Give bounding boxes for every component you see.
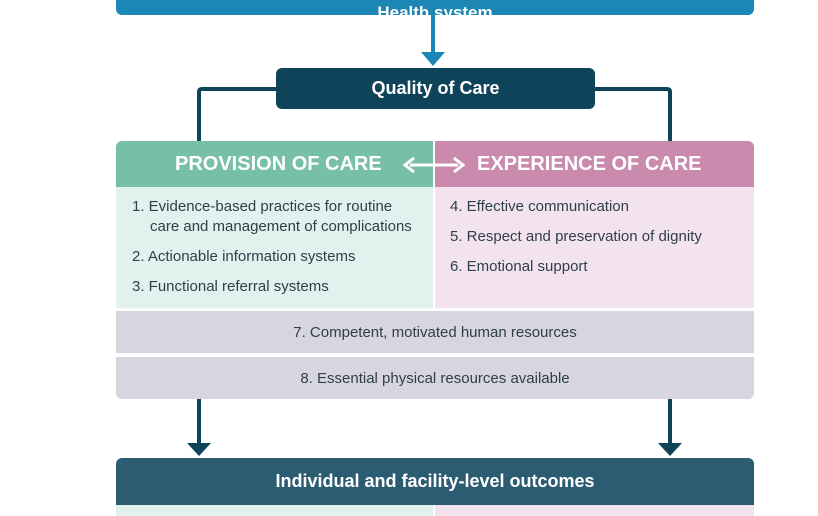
experience-item-6: 6. Emotional support [450,258,588,275]
arrow-head-health-to-quality [421,52,445,66]
provision-item-1-line2: care and management of complications [150,218,412,235]
health-system-label: Health system [377,3,493,22]
provision-item-2: 2. Actionable information systems [132,248,356,265]
experience-item-5: 5. Respect and preservation of dignity [450,228,702,245]
human-resources-row: 7. Competent, motivated human resources [116,311,754,353]
experience-of-care-label: EXPERIENCE OF CARE [477,152,702,175]
arrow-head-left-to-outcomes [187,443,211,456]
experience-of-care-list: 4. Effective communication 5. Respect an… [435,187,754,308]
provision-item-3: 3. Functional referral systems [132,278,329,295]
provision-of-care-label: PROVISION OF CARE [175,152,382,175]
physical-resources-row: 8. Essential physical resources availabl… [116,357,754,399]
provision-of-care-list: 1. Evidence-based practices for routine … [116,187,433,308]
connector-quality-to-provision [197,87,276,141]
experience-item-4: 4. Effective communication [450,198,629,215]
provision-item-1-line1: 1. Evidence-based practices for routine [132,198,393,215]
list-item: 4. Effective communication [450,197,744,217]
connector-quality-to-experience [595,87,672,141]
arrow-head-right-to-outcomes [658,443,682,456]
outcomes-left-panel [116,505,433,516]
human-resources-label: 7. Competent, motivated human resources [293,323,577,341]
quality-of-care-box: Quality of Care [276,68,595,109]
physical-resources-label: 8. Essential physical resources availabl… [300,369,570,387]
experience-of-care-header: EXPERIENCE OF CARE [435,141,754,187]
list-item: 6. Emotional support [450,257,744,277]
quality-of-care-label: Quality of Care [371,78,500,98]
provision-of-care-header: PROVISION OF CARE [116,141,433,187]
list-item: 5. Respect and preservation of dignity [450,227,744,247]
outcomes-header: Individual and facility-level outcomes [116,458,754,505]
outcomes-right-panel [435,505,754,516]
list-item: 3. Functional referral systems [132,277,423,297]
list-item: 2. Actionable information systems [132,247,423,267]
outcomes-label: Individual and facility-level outcomes [275,471,595,491]
health-system-box: Health system [116,0,754,21]
list-item: 1. Evidence-based practices for routine … [132,197,423,237]
double-arrow-icon [402,156,466,174]
